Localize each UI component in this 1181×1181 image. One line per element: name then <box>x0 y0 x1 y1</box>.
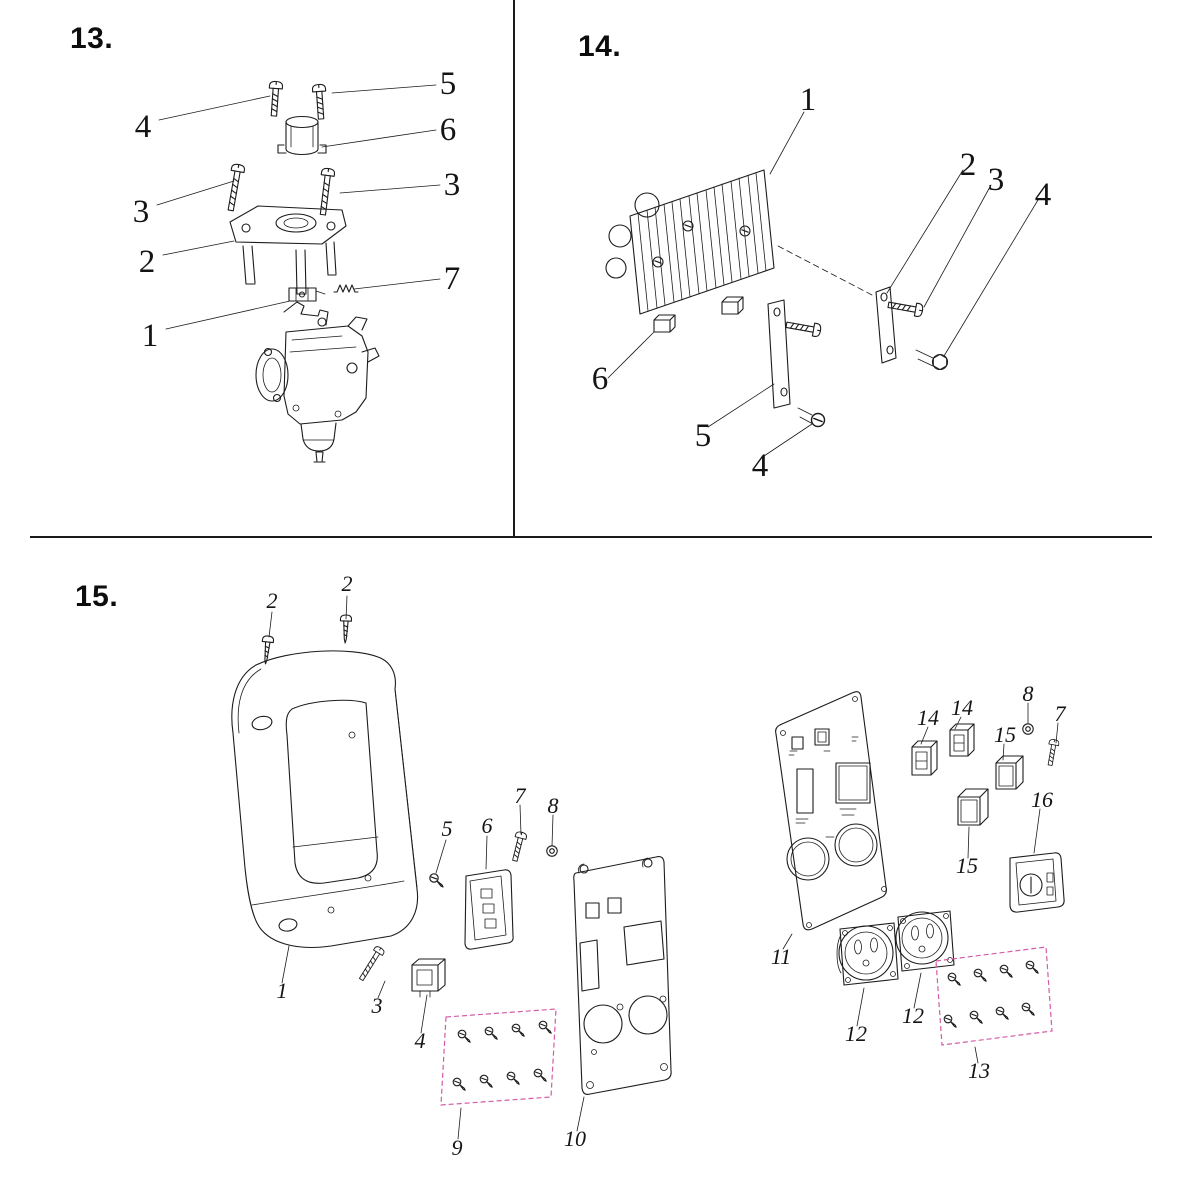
figure-14-drawing: 1 2 3 4 6 5 4 <box>592 82 1052 484</box>
left-panel-parts-drawing <box>356 830 558 998</box>
figure-15-leader-lines <box>268 595 1059 1140</box>
figure-14-title: 14. <box>578 30 622 63</box>
part-callout: 3 <box>371 993 383 1018</box>
part-callout: 6 <box>482 813 493 838</box>
carburetor-exploded-drawing <box>223 80 380 463</box>
part-callout: 8 <box>1023 681 1034 706</box>
part-callout: 3 <box>133 194 150 230</box>
part-callout: 9 <box>452 1135 463 1160</box>
screw-kit-box-9 <box>440 1008 557 1106</box>
switches-and-small-parts-drawing <box>911 723 1065 913</box>
alignment-dashed-line <box>777 245 875 297</box>
part-callout: 6 <box>440 112 457 148</box>
part-callout: 1 <box>800 82 817 118</box>
part-callout: 6 <box>592 361 609 397</box>
part-callout: 15 <box>956 853 978 878</box>
part-callout: 13 <box>968 1058 990 1083</box>
horizontal-divider <box>30 536 1152 538</box>
figure-15-title: 15. <box>75 580 119 613</box>
part-callout: 4 <box>1035 177 1052 213</box>
part-callout: 15 <box>994 722 1016 747</box>
part-callout: 3 <box>444 167 461 203</box>
screw-kit-box-13 <box>935 946 1053 1046</box>
figure-13-title: 13. <box>70 22 114 55</box>
part-callout: 5 <box>695 418 712 454</box>
part-callout: 4 <box>752 448 769 484</box>
part-callout: 4 <box>415 1028 426 1053</box>
brackets-and-fasteners-drawing <box>653 286 949 428</box>
part-callout: 5 <box>442 816 453 841</box>
part-callout: 8 <box>548 793 559 818</box>
part-callout: 1 <box>277 978 288 1003</box>
part-callout: 2 <box>267 588 278 613</box>
figure-13-leader-lines <box>156 84 441 330</box>
part-callout: 5 <box>440 66 457 102</box>
part-callout: 4 <box>135 109 152 145</box>
heat-sink-drawing <box>605 169 775 315</box>
handle-frame-drawing <box>231 614 419 948</box>
part-callout: 14 <box>951 695 973 720</box>
part-callout: 11 <box>771 944 791 969</box>
part-callout: 14 <box>917 705 939 730</box>
vertical-divider <box>513 0 515 537</box>
part-callout: 16 <box>1031 787 1053 812</box>
part-callout: 7 <box>1055 701 1067 726</box>
part-callout: 3 <box>988 162 1005 198</box>
part-callout: 7 <box>515 783 527 808</box>
part-callout: 2 <box>960 147 977 183</box>
part-callout: 2 <box>139 244 156 280</box>
receptacles-drawing <box>836 910 955 986</box>
figure-13-drawing: 5 4 6 3 3 2 7 1 <box>133 66 461 463</box>
part-callout: 12 <box>902 1003 924 1028</box>
figure-14-leader-lines <box>607 111 1039 457</box>
figure-15-drawing: 2 2 1 3 4 5 6 7 8 9 10 11 12 12 13 14 14… <box>231 571 1067 1160</box>
part-callout: 10 <box>564 1126 586 1151</box>
part-callout: 1 <box>142 318 159 354</box>
part-callout: 2 <box>342 571 353 596</box>
part-callout: 12 <box>845 1021 867 1046</box>
part-callout: 7 <box>444 261 461 297</box>
sub-panel-plate-drawing <box>573 856 672 1095</box>
control-panel-plate-drawing <box>775 691 887 931</box>
